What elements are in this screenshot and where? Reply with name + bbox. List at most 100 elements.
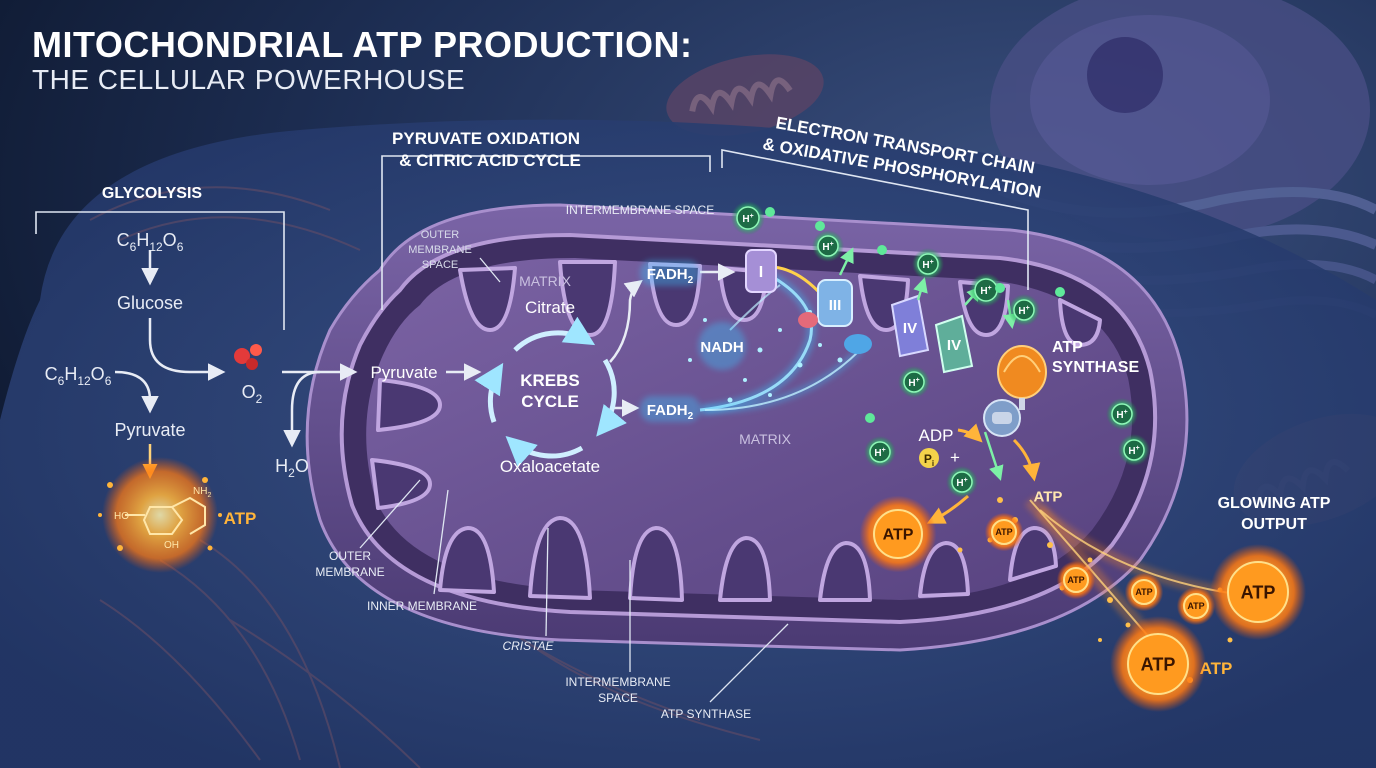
outer-membrane-label-line2: MEMBRANE: [315, 565, 384, 579]
plus-sign: +: [950, 448, 960, 467]
nadh-chip: NADH: [698, 322, 746, 370]
pi-label: Pi: [924, 452, 934, 468]
atp-orb-label: ATP: [1241, 582, 1276, 602]
hplus-ion: H+: [898, 366, 930, 398]
fadh2-bottom: FADH2: [640, 396, 700, 422]
atp-stream-end-label: ATP: [1200, 659, 1233, 678]
atp-synthase: [983, 345, 1047, 437]
glucose-label: Glucose: [117, 293, 183, 313]
atp-orbs: ATP ATP ATP ATP ATP ATP ATP ATP: [859, 488, 1306, 712]
outer-membrane-space-line3: SPACE: [422, 259, 458, 271]
hplus-ion-label: H+: [1116, 409, 1127, 421]
outer-membrane-space-line2: MEMBRANE: [408, 244, 472, 256]
oxygen-label: O2: [242, 382, 263, 406]
hplus-ion-label: H+: [908, 377, 919, 389]
adp-label: ADP: [919, 426, 954, 445]
outer-membrane-label-line1: OUTER: [329, 549, 371, 563]
complex-4a-label: IV: [903, 320, 917, 337]
intermembrane-space-top-label: INTERMEMBRANE SPACE: [566, 203, 714, 217]
atp-orb-label: ATP: [1135, 587, 1152, 597]
hplus-ion-label: H+: [980, 285, 991, 297]
hplus-ion-label: H+: [1128, 445, 1139, 457]
molecule-ho-label: HO: [114, 511, 129, 522]
pi-bubble: [919, 448, 939, 468]
pyruvate-heading-line1: PYRUVATE OXIDATION: [392, 129, 580, 148]
glycolysis-atp-molecule: [102, 457, 218, 573]
proton-dot: [1055, 287, 1065, 297]
water-label: H2O: [275, 456, 309, 480]
matrix-center-label: MATRIX: [739, 431, 792, 447]
oxaloacetate-label: Oxaloacetate: [500, 457, 600, 476]
page-title: MITOCHONDRIAL ATP PRODUCTION:: [32, 24, 693, 65]
hplus-ion-label: H+: [742, 213, 753, 225]
hplus-ion: H+: [731, 201, 765, 235]
hplus-ion: H+: [864, 436, 896, 468]
page-subtitle: THE CELLULAR POWERHOUSE: [32, 64, 466, 95]
hplus-ion-label: H+: [1018, 305, 1029, 317]
atp-orb: ATP: [859, 495, 937, 573]
glycolysis-pyruvate-label: Pyruvate: [114, 420, 185, 440]
proton-ions: H+ H+ H+ H+ H+ H+ H+ H+ H+ H+: [731, 201, 1150, 498]
hplus-ion-label: H+: [956, 477, 967, 489]
fadh2-top-label: FADH2: [647, 266, 694, 286]
atp-orb: ATP: [1056, 560, 1096, 600]
atp-synthase-bottom-label: ATP SYNTHASE: [661, 707, 751, 721]
background-mitochondrion-small: [666, 54, 824, 136]
proton-dot: [877, 245, 887, 255]
hplus-ion-label: H+: [822, 241, 833, 253]
atp-orb-label: ATP: [1141, 654, 1176, 674]
oxygen-molecule: [234, 344, 262, 370]
intermembrane-label-line1: INTERMEMBRANE: [565, 675, 670, 689]
glycolysis-heading: GLYCOLYSIS: [102, 185, 203, 202]
hplus-ion-label: H+: [922, 259, 933, 271]
proton-dot: [765, 207, 775, 217]
glycolysis-atp-label: ATP: [224, 509, 257, 528]
nadh-label: NADH: [700, 339, 743, 356]
krebs-pyruvate-label: Pyruvate: [370, 363, 437, 382]
citrate-label: Citrate: [525, 298, 575, 317]
atp-orb: ATP: [1176, 586, 1216, 626]
hplus-ion: H+: [946, 466, 978, 498]
proton-dot: [865, 413, 875, 423]
krebs-cycle-ring: [474, 316, 627, 468]
fadh2-bottom-label: FADH2: [647, 402, 694, 422]
complex-1-label: I: [759, 264, 763, 281]
atp-orb: ATP: [1210, 544, 1306, 640]
atp-orb: ATP: [984, 512, 1024, 552]
hplus-ion: H+: [812, 230, 844, 262]
glucose-formula-top: C6H12O6: [117, 230, 184, 254]
hplus-ion-label: H+: [874, 447, 885, 459]
fadh2-top: FADH2: [640, 260, 700, 286]
hplus-ion: H+: [1118, 434, 1150, 466]
hplus-ion: H+: [912, 248, 944, 280]
krebs-cycle-label-line2: CYCLE: [521, 392, 579, 411]
atp-orb-label: ATP: [995, 527, 1012, 537]
pyruvate-heading-line2: & CITRIC ACID CYCLE: [399, 151, 581, 170]
krebs-cycle-label-line1: KREBS: [520, 371, 580, 390]
cristae-label: CRISTAE: [502, 639, 554, 653]
intermembrane-label-line2: SPACE: [598, 691, 638, 705]
inner-membrane-label: INNER MEMBRANE: [367, 599, 477, 613]
label-leader-lines: [359, 257, 789, 703]
atp-orb: ATP: [1034, 488, 1063, 505]
atp-orb-label: ATP: [1187, 601, 1204, 611]
atp-synthase-label-line1: ATP: [1052, 339, 1083, 356]
atp-orb: ATP: [1124, 572, 1164, 612]
proton-dot: [995, 283, 1005, 293]
glowing-atp-label-line2: OUTPUT: [1241, 516, 1307, 533]
glowing-atp-label-line1: GLOWING ATP: [1218, 495, 1331, 512]
hplus-ion: H+: [1106, 398, 1138, 430]
krebs-matrix-label: MATRIX: [519, 273, 572, 289]
glycolysis-sparkles: [98, 477, 222, 551]
outer-membrane-space-line1: OUTER: [421, 229, 460, 241]
atp-orb-label: ATP: [883, 527, 914, 544]
complex-3-label: III: [829, 297, 842, 314]
complex-4b-label: IV: [947, 337, 961, 354]
hplus-ion: H+: [1008, 294, 1040, 326]
etc-complexes: [745, 249, 974, 374]
atp-orb: ATP: [1110, 616, 1206, 712]
molecule-oh-label: OH: [164, 540, 179, 551]
atp-synthase-label-line2: SYNTHASE: [1052, 359, 1139, 376]
